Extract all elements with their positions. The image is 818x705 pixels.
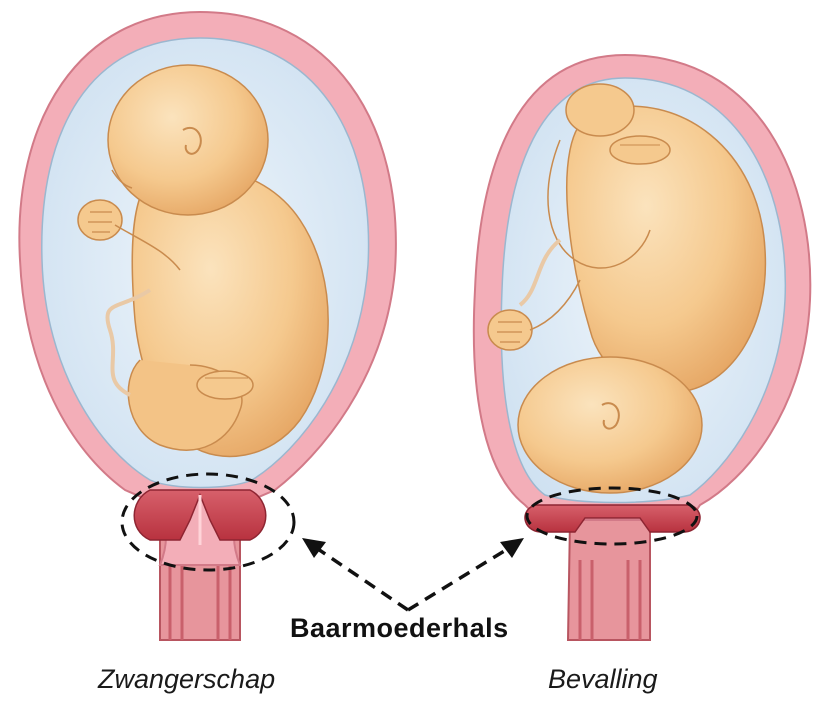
left-cervix (134, 490, 266, 545)
arrow-to-right-cervix (408, 545, 514, 610)
left-uterus (19, 12, 396, 640)
pointer-arrows (302, 538, 524, 610)
pregnancy-caption: Zwangerschap (98, 664, 275, 695)
delivery-caption: Bevalling (548, 664, 658, 695)
arrow-to-left-cervix (312, 545, 408, 610)
right-uterus (474, 55, 810, 640)
cervix-label: Baarmoederhals (290, 613, 509, 644)
